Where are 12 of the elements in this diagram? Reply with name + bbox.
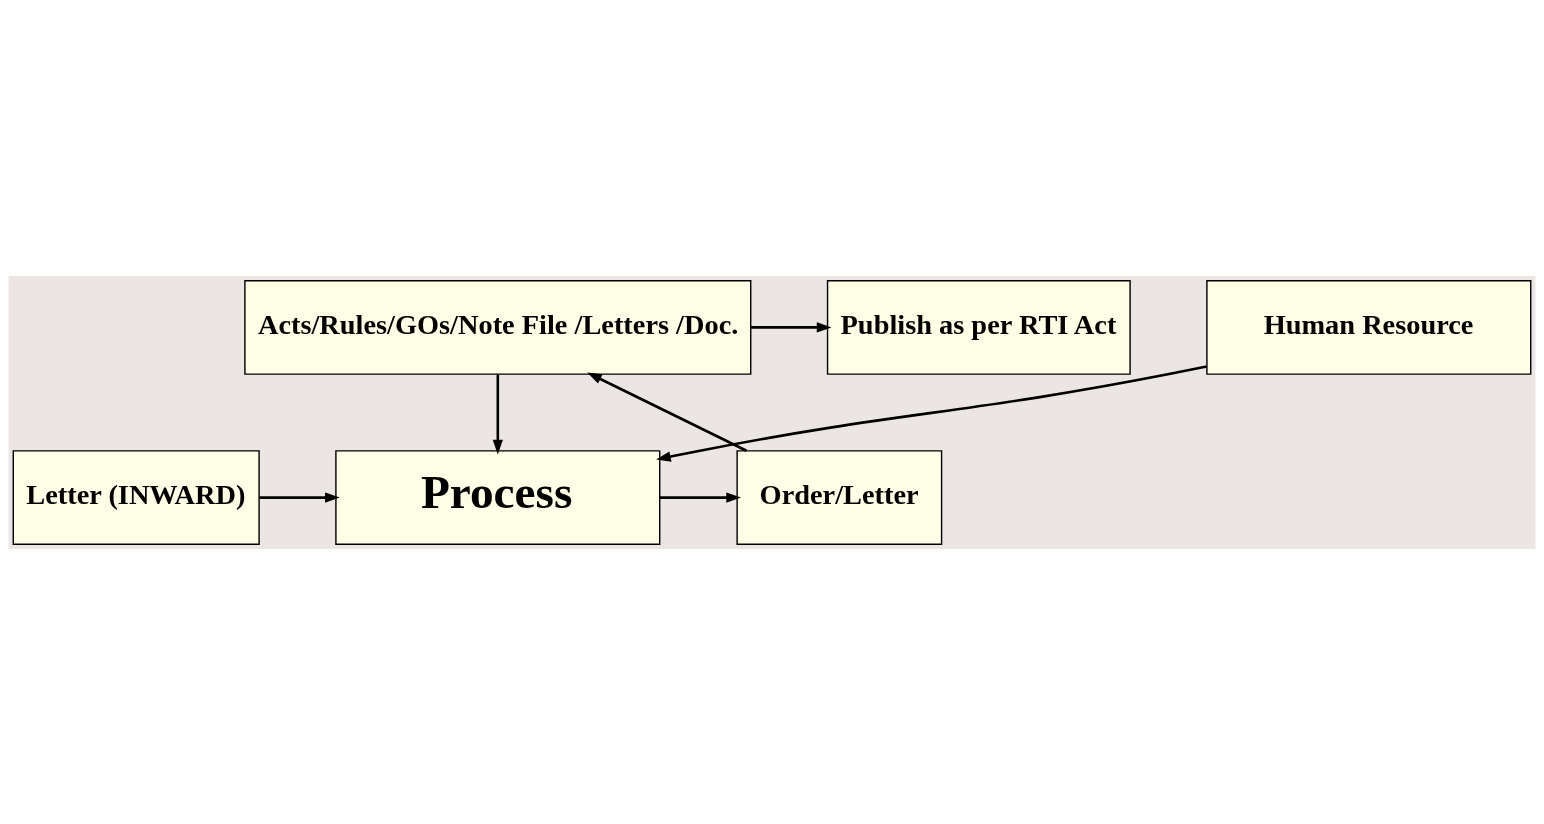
arrow — [659, 491, 741, 503]
arrow — [587, 372, 748, 452]
arrow — [751, 321, 832, 333]
node-box: Letter (INWARD) — [12, 449, 260, 545]
node-box: Publish as per RTI Act — [826, 279, 1131, 375]
node-box: Order/Letter — [736, 449, 943, 545]
arrow — [656, 364, 1207, 462]
node-box: Process — [335, 449, 661, 545]
node-box: Human Resource — [1206, 279, 1532, 375]
node-box: Acts/Rules/GOs/Note File /Letters /Doc. — [244, 279, 752, 375]
arrow — [492, 373, 503, 455]
arrow — [259, 491, 340, 503]
